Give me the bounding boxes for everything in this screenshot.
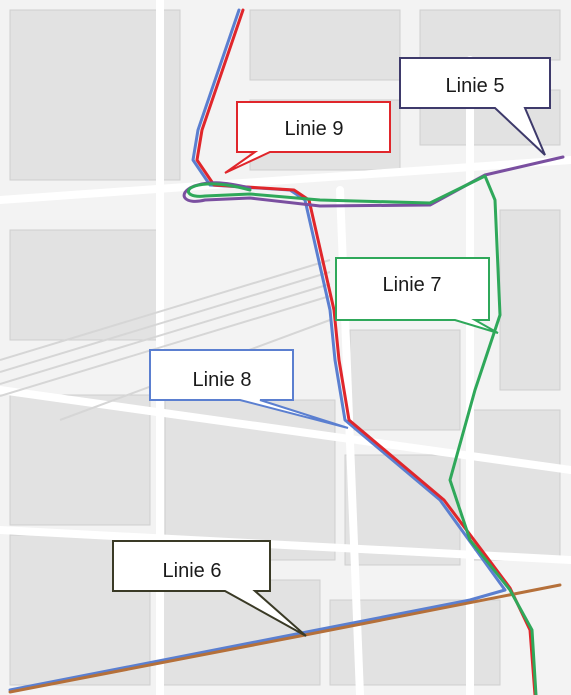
callout-label: Linie 6 bbox=[163, 560, 222, 582]
block bbox=[9, 229, 161, 341]
callout-linie-5: Linie 5 bbox=[399, 57, 551, 156]
rail-track bbox=[0, 283, 331, 385]
rail-track bbox=[0, 259, 331, 361]
tram-routes bbox=[8, 8, 565, 695]
callout-frame bbox=[112, 540, 307, 637]
callout-frame bbox=[335, 257, 499, 334]
street bbox=[0, 526, 571, 564]
block bbox=[419, 9, 561, 61]
callout-frame bbox=[224, 101, 391, 174]
block bbox=[499, 209, 561, 391]
callout-linie-6: Linie 6 bbox=[112, 540, 307, 637]
callout-frame bbox=[399, 57, 551, 156]
route-linie-6 bbox=[8, 583, 562, 694]
route-linie-7 bbox=[186, 174, 538, 695]
callout-label: Linie 8 bbox=[193, 369, 252, 391]
rail-track bbox=[0, 271, 331, 373]
callout-linie-7: Linie 7 bbox=[335, 257, 499, 334]
callout-frame bbox=[149, 349, 349, 429]
route-linie-8 bbox=[8, 8, 507, 692]
block bbox=[469, 409, 561, 561]
callout-label: Linie 5 bbox=[446, 75, 505, 97]
rail-track bbox=[0, 295, 331, 397]
block bbox=[9, 9, 181, 181]
block bbox=[349, 329, 461, 431]
block bbox=[249, 9, 401, 81]
block bbox=[9, 394, 151, 526]
street bbox=[0, 156, 571, 204]
street bbox=[0, 386, 571, 474]
callout-label: Linie 9 bbox=[285, 118, 344, 140]
callout-linie-9: Linie 9 bbox=[224, 101, 391, 174]
callout-label: Linie 7 bbox=[383, 274, 442, 296]
callout-linie-8: Linie 8 bbox=[149, 349, 349, 429]
